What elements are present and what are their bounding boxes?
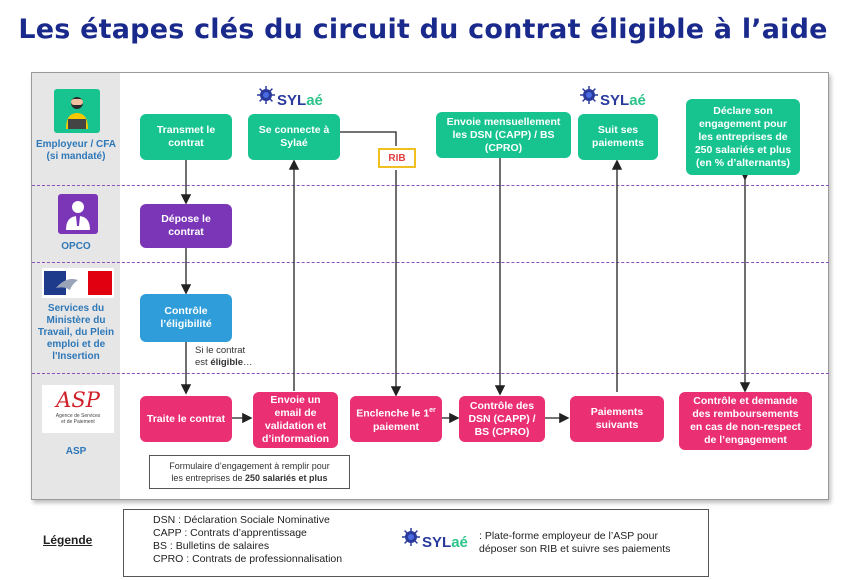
actor-employeur-label: Employeur / CFA (si mandaté) [35, 139, 116, 162]
eligible-note: Si le contrat est éligible… [195, 345, 253, 369]
legend-item: DSN : Déclaration Sociale Nominative [153, 514, 330, 526]
box-controle-demande: Contrôle et demande des remboursements e… [679, 392, 812, 450]
box-depose-contrat: Dépose le contrat [140, 204, 232, 248]
form-engagement-note: Formulaire d’engagement à remplir pour l… [149, 455, 350, 489]
asp-logo-subtitle: Agence de Services et de Paiement [55, 413, 101, 425]
box-declare-engagement: Déclare son engagement pour les entrepri… [686, 99, 800, 175]
sylae-badge-icon [257, 85, 275, 104]
legend-item: CPRO : Contrats de professionnalisation [153, 553, 343, 565]
asp-logo-text: ASP [56, 388, 100, 412]
legend-item: CAPP : Contrats d’apprentissage [153, 527, 307, 539]
sylae-syl-text: SYL [422, 534, 452, 551]
sylae-ae-text: aé [451, 534, 468, 551]
eligible-note-line1: Si le contrat [195, 345, 246, 356]
lane-separator [32, 262, 829, 263]
legend-title: Légende [43, 533, 93, 547]
legend-box [123, 509, 709, 577]
box-envoie-email: Envoie un email de validation et d’infor… [253, 392, 338, 448]
box-controle-dsn: Contrôle des DSN (CAPP) / BS (CPRO) [459, 396, 545, 442]
box-controle-eligibilite: Contrôle l’éligibilité [140, 294, 232, 342]
legend-item: BS : Bulletins de salaires [153, 540, 270, 552]
eligible-note-line2: est éligible… [195, 357, 253, 368]
sylae-badge-icon [580, 85, 598, 104]
lane-separator [32, 185, 829, 186]
sylae-syl-text: SYL [600, 92, 630, 109]
actor-opco-label: OPCO [61, 241, 91, 252]
lane-separator [32, 373, 829, 374]
opco-avatar-icon [58, 194, 98, 234]
sylae-badge-icon [402, 527, 420, 546]
legend-sylae-logo: SYLaé [402, 522, 468, 551]
enclenche-text: Enclenche le 1er paiement [356, 407, 436, 433]
legend-sylae-desc-line1: : Plate-forme employeur de l’ASP pour [479, 530, 658, 542]
employer-avatar-icon [54, 89, 100, 133]
box-envoie-dsn: Envoie mensuellement les DSN (CAPP) / BS… [436, 112, 571, 158]
legend-list: DSN : Déclaration Sociale Nominative CAP… [153, 514, 342, 566]
box-se-connecte: Se connecte à Sylaé [248, 114, 340, 160]
box-transmet-contrat: Transmet le contrat [140, 114, 232, 160]
actor-ministere-label: Services du Ministère du Travail, du Ple… [37, 303, 115, 362]
sylae-ae-text: aé [629, 92, 646, 109]
legend-sylae-desc-line2: déposer son RIB et suivre ses paiements [479, 543, 671, 555]
actor-asp-label: ASP [65, 446, 87, 457]
sylae-syl-text: SYL [277, 92, 307, 109]
page-title: Les étapes clés du circuit du contrat él… [18, 14, 828, 45]
sylae-logo: SYLaé [580, 80, 646, 109]
box-suit-paiements: Suit ses paiements [578, 114, 658, 160]
form-note-line2: les entreprises de 250 salariés et plus [171, 473, 328, 483]
asp-logo: ASP Agence de Services et de Paiement [42, 385, 114, 433]
sylae-ae-text: aé [306, 92, 323, 109]
rib-label: RIB [378, 148, 416, 168]
legend-sylae-desc: : Plate-forme employeur de l’ASP pour dé… [479, 530, 670, 556]
box-traite-contrat: Traite le contrat [140, 396, 232, 442]
box-enclenche-paiement: Enclenche le 1er paiement [350, 396, 442, 442]
sylae-logo: SYLaé [257, 80, 323, 109]
form-note-line1: Formulaire d’engagement à remplir pour [169, 461, 330, 471]
marianne-logo-icon [42, 268, 114, 298]
box-paiements-suivants: Paiements suivants [570, 396, 664, 442]
